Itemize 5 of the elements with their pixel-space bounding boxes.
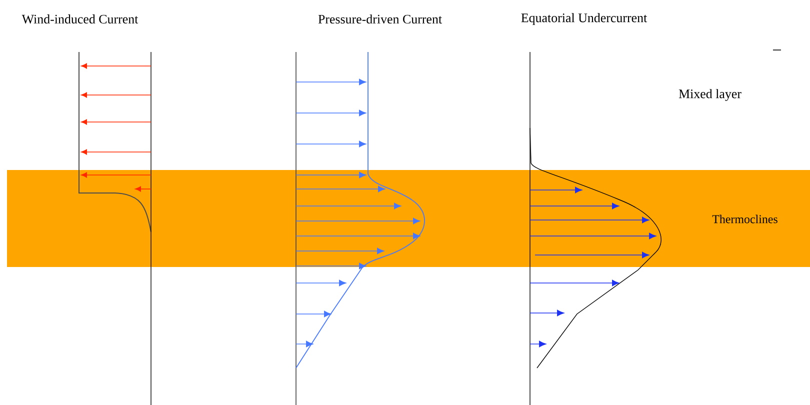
panel-title: Wind-induced Current xyxy=(22,14,138,24)
thermocline-band: Thermoclines xyxy=(7,170,810,267)
panel-title: Pressure-driven Current xyxy=(318,14,442,24)
layer-label: Mixed layer xyxy=(678,89,742,101)
panel-title: Equatorial Undercurrent xyxy=(521,13,648,25)
